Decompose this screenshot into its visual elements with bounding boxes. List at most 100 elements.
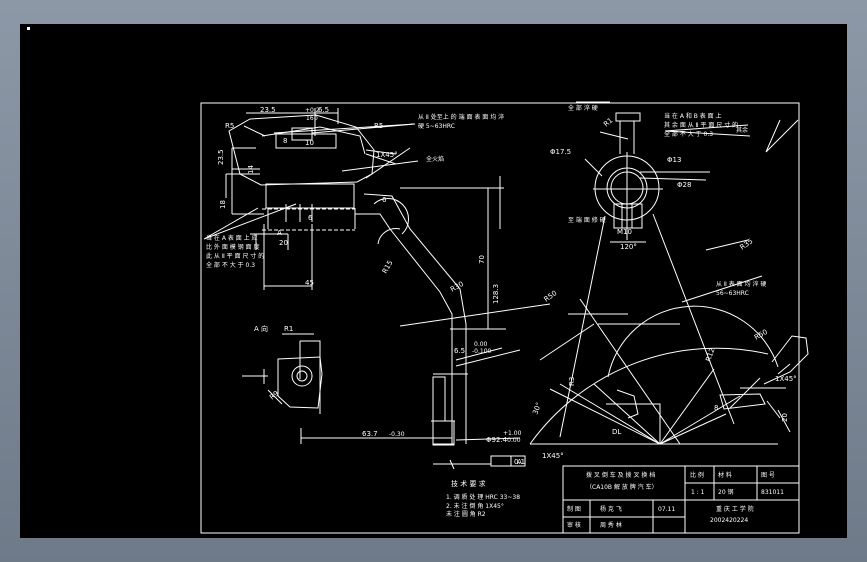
dim-r12: R12 bbox=[704, 347, 716, 363]
note-full-hardening: 全 部 淬 硬 bbox=[568, 104, 598, 112]
drawn-by-label: 制 图 bbox=[567, 505, 581, 513]
dim-phi92-4-upper: +1.00 bbox=[503, 430, 522, 437]
dim-63-7-tolerance: -0.30 bbox=[389, 431, 405, 438]
right-view-fork bbox=[529, 112, 809, 445]
dim-120-deg: 120° bbox=[620, 243, 637, 251]
note-left-line2: 比 外 面 模 钢 面 度 bbox=[206, 243, 259, 251]
dim-20-right: 20 bbox=[781, 413, 789, 422]
drawing-number-value: 831011 bbox=[761, 489, 784, 496]
class-code: 2002420224 bbox=[710, 517, 748, 524]
note-left-line3: 此 从 Ⅱ 平 面 尺 寸 的 bbox=[206, 252, 264, 260]
note-flame: 全火焰 bbox=[426, 155, 444, 163]
checked-by-label: 审 核 bbox=[567, 521, 581, 529]
right-view-notes: 全 部 淬 硬 至 端 面 修 硬 当 在 A 和 B 表 面 上 其 余 面 … bbox=[568, 104, 766, 297]
scale-value: 1 : 1 bbox=[691, 489, 705, 496]
note-hardness-line2: 56~63HRC bbox=[716, 290, 749, 297]
drawing-border bbox=[200, 102, 800, 534]
note-hardening-line1: 从 Ⅱ 处至上 的 端 面 表 面 均 淬 bbox=[418, 113, 504, 121]
dim-r50b: R50 bbox=[753, 328, 769, 342]
title-block-lines bbox=[562, 465, 800, 534]
part-name-line1: 拨 叉 倒 车 及 拨 叉 换 档 bbox=[586, 471, 655, 479]
section-a-title: A 向 bbox=[254, 324, 268, 333]
dim-30-deg: 30° bbox=[531, 401, 543, 415]
material-label: 材 料 bbox=[718, 471, 732, 479]
technical-requirements: 技 术 要 求 1. 调 质 处 理 HRC 33~38 2. 未 注 倒 角 … bbox=[446, 479, 520, 518]
note-rest-roughness: 其余 bbox=[736, 126, 748, 134]
left-view-fork-head bbox=[228, 114, 468, 446]
tech-req-item2: 2. 未 注 倒 角 1X45° bbox=[446, 502, 504, 510]
note-left-line4: 全 部 不 大 于 0.3 bbox=[206, 261, 255, 269]
left-view-dimension-text: 23.5 +0.2 6.5 16 0 R5 R5 10 8 23.5 14 18… bbox=[217, 106, 525, 466]
crosshair-cursor-icon bbox=[27, 27, 30, 30]
dim-tolerance: +0.2 bbox=[305, 107, 320, 114]
section-a-text: A 向 R1 R9 bbox=[254, 324, 293, 402]
dim-chamfer-right: 1X45° bbox=[775, 375, 797, 383]
material-value: 20 钢 bbox=[718, 488, 734, 496]
dim-chamfer: 1X45° bbox=[376, 151, 398, 159]
note-hardness-line1: 从 Ⅱ 表 面 均 淬 硬 bbox=[716, 280, 766, 288]
dim-8: 8 bbox=[283, 137, 287, 145]
tech-req-item3: 未 注 圆 角 R2 bbox=[446, 510, 486, 518]
cad-drawing-canvas[interactable]: 23.5 +0.2 6.5 16 0 R5 R5 10 8 23.5 14 18… bbox=[20, 24, 847, 538]
part-name-line2: （CA10B 解 放 牌 汽 车） bbox=[586, 483, 658, 491]
dim-20: 20 bbox=[279, 239, 288, 247]
section-a-view bbox=[242, 333, 323, 414]
left-view-notes: 从 Ⅱ 处至上 的 端 面 表 面 均 淬 硬 5~63HRC 全火焰 当 在 … bbox=[206, 113, 504, 269]
note-right-line2: 其 余 面 从 Ⅱ 平 面 尺 寸 的 bbox=[664, 121, 738, 129]
left-view-dimension-lines bbox=[225, 108, 526, 470]
dim-r5-left: R5 bbox=[225, 122, 234, 130]
tech-req-item1: 1. 调 质 处 理 HRC 33~38 bbox=[446, 493, 520, 501]
dim-r3: R3 bbox=[568, 377, 576, 386]
dim-r5-right: R5 bbox=[374, 122, 383, 130]
dim-phi13: Φ13 bbox=[667, 156, 681, 164]
dim-phi28: Φ28 bbox=[677, 181, 691, 189]
note-right-line3: 全 部 不 大 于 0.3 bbox=[664, 130, 713, 138]
dim-10: 10 bbox=[305, 139, 314, 147]
dim-70: 70 bbox=[478, 255, 486, 264]
dim-r6: 6 bbox=[382, 196, 387, 204]
dim-6-5: 6.5 bbox=[318, 106, 329, 114]
scale-label: 比 例 bbox=[690, 471, 704, 479]
drawn-date: 07.11 bbox=[658, 506, 675, 513]
note-end-face: 至 端 面 修 硬 bbox=[568, 216, 606, 224]
dim-63-7: 63.7 bbox=[362, 430, 378, 438]
dim-phi17-5: Φ17.5 bbox=[550, 148, 571, 156]
label-dl: DL bbox=[612, 428, 621, 436]
datum-a-ref: A bbox=[517, 458, 522, 466]
dim-tolerance-upper: 0.00 bbox=[474, 341, 488, 348]
drawing-number-label: 图 号 bbox=[761, 472, 775, 479]
tech-req-title: 技 术 要 求 bbox=[451, 479, 486, 488]
dim-r30: R30 bbox=[449, 280, 465, 294]
checked-by-name: 周 秀 林 bbox=[600, 521, 622, 529]
dim-r15: R15 bbox=[381, 259, 395, 275]
right-view-construction-lines bbox=[399, 101, 799, 445]
section-a-r9: R9 bbox=[268, 389, 280, 401]
note-right-line1: 当 在 A 和 B 表 面 上 bbox=[664, 112, 722, 120]
dim-chamfer-bottom: 1X45° bbox=[542, 452, 564, 460]
dim-16: 16 bbox=[306, 115, 314, 122]
note-hardening-line2: 硬 5~63HRC bbox=[418, 123, 455, 130]
note-left-line1: 当 在 A 表 面 上 应 bbox=[206, 234, 258, 242]
dim-tolerance-zero: 0 bbox=[314, 115, 318, 122]
dim-phi92-4-lower: -0.00 bbox=[505, 437, 521, 444]
dim-r1: R1 bbox=[602, 116, 614, 128]
dim-128-3: 128.3 bbox=[492, 284, 500, 304]
dim-tolerance-lower: -0.100 bbox=[472, 348, 492, 355]
left-view-leaders bbox=[203, 123, 419, 240]
engineering-drawing: 23.5 +0.2 6.5 16 0 R5 R5 10 8 23.5 14 18… bbox=[200, 101, 809, 534]
dim-14: 14 bbox=[247, 165, 255, 174]
dim-phi92-4: Φ92.4 bbox=[486, 436, 508, 444]
dim-e-mark: 8 bbox=[714, 404, 718, 412]
dim-6-5b: 6.5 bbox=[454, 347, 465, 355]
flatness-value: 0.1 bbox=[514, 458, 525, 466]
dim-6: 6 bbox=[308, 214, 313, 222]
dim-18: 18 bbox=[219, 200, 227, 209]
label-a-view-direction: A bbox=[277, 229, 282, 237]
right-view-dimension-text: Φ17.5 Φ13 Φ28 M10 120° R35 R50 R50 R3 30… bbox=[486, 116, 797, 460]
drawn-by-name: 杨 克 飞 bbox=[600, 505, 622, 513]
dim-23-5-vertical: 23.5 bbox=[217, 149, 225, 165]
dim-r50: R50 bbox=[543, 289, 559, 303]
section-a-r1: R1 bbox=[284, 325, 293, 333]
dim-45: 45 bbox=[305, 279, 314, 287]
dim-m10: M10 bbox=[617, 228, 632, 236]
